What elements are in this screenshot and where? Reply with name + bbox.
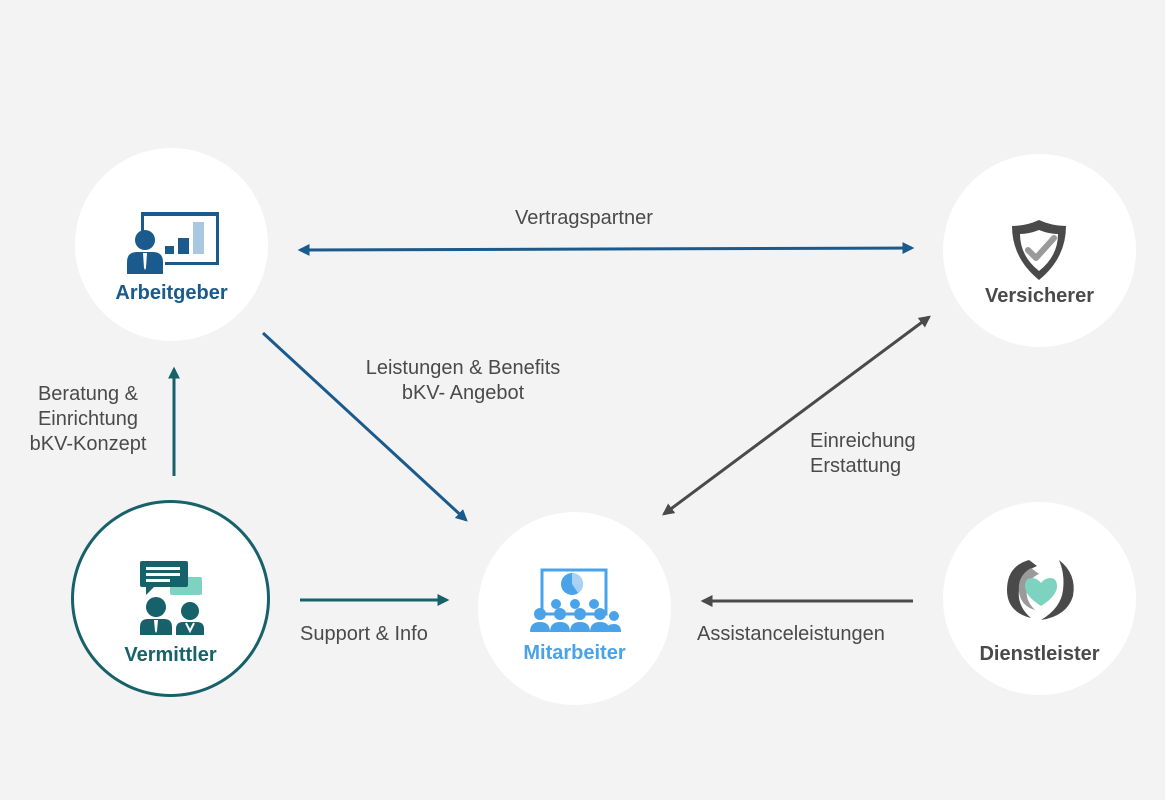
node-dienstleister: Dienstleister [943,502,1136,695]
edge-label-beratung-line3: bKV-Konzept [29,433,147,455]
edge-label-beratung: Beratung & Einrichtung bKV-Konzept [18,382,158,457]
edge-label-leistungen: Leistungen & Benefits bKV- Angebot [348,356,578,406]
hand-heart-icon [1007,560,1074,620]
edge-label-leistungen-line2: bKV- Angebot [401,382,525,404]
edge-einreichung-arrow [662,315,931,516]
conversation-icon [140,561,204,635]
presenter-chart-icon [127,212,219,274]
audience-presentation-icon [530,568,621,632]
node-label-arbeitgeber: Arbeitgeber [115,282,228,304]
node-arbeitgeber: Arbeitgeber [75,148,268,341]
node-vermittler: Vermittler [71,500,270,697]
edge-label-support: Support & Info [300,623,428,645]
edge-vertragspartner-arrow [297,242,915,256]
edge-label-einreichung-line1: Einreichung [810,430,916,452]
node-label-vermittler: Vermittler [124,644,217,666]
edge-label-einreichung-line2: Erstattung [810,455,902,477]
node-versicherer: Versicherer [943,154,1136,347]
node-label-versicherer: Versicherer [985,285,1094,307]
edge-label-vertragspartner: Vertragspartner [515,207,653,229]
edge-leistungen-arrow [261,331,468,522]
edge-label-beratung-line1: Beratung & [37,383,139,405]
node-label-mitarbeiter: Mitarbeiter [523,642,626,664]
shield-check-icon [1012,220,1066,280]
node-mitarbeiter: Mitarbeiter [478,512,671,705]
edge-label-leistungen-line1: Leistungen & Benefits [365,357,561,379]
edge-label-einreichung: Einreichung Erstattung [810,429,916,479]
node-label-dienstleister: Dienstleister [979,643,1100,665]
edge-label-assistance: Assistanceleistungen [697,623,885,645]
edge-label-beratung-line2: Einrichtung [37,408,139,430]
